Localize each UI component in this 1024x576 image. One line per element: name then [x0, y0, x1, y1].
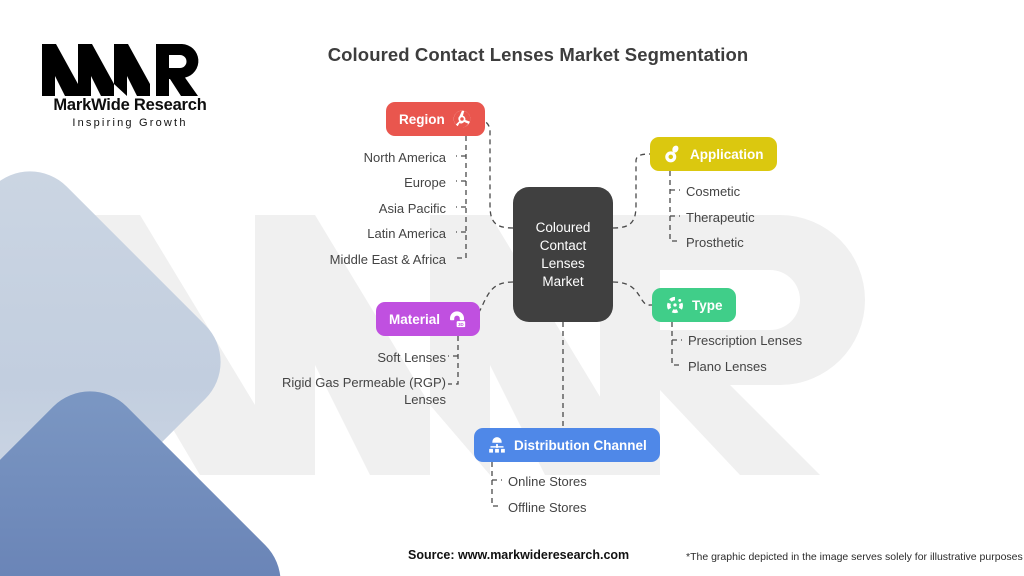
center-node: Coloured Contact Lenses Market: [513, 187, 613, 322]
center-node-label: Coloured Contact Lenses Market: [536, 219, 591, 291]
page-title: Coloured Contact Lenses Market Segmentat…: [0, 44, 1024, 66]
connector-distribution-spine: [491, 462, 502, 507]
leaf-type-0: Prescription Lenses: [688, 333, 803, 348]
branch-badge-application[interactable]: Application: [650, 137, 777, 171]
molecule-icon: [665, 295, 685, 315]
branch-label-material: Material: [389, 311, 441, 327]
leaf-application-0: Cosmetic: [686, 184, 741, 199]
logo-company-name: MarkWide Research: [53, 96, 207, 114]
branch-label-type: Type: [692, 297, 723, 313]
leaf-material-1: Rigid Gas Permeable (RGP) Lenses: [282, 375, 446, 407]
connector-center-application: [612, 153, 651, 229]
leaf-region-1: Europe: [404, 175, 446, 190]
leaf-application-2: Prosthetic: [686, 235, 744, 250]
branch-badge-region[interactable]: Region: [386, 102, 485, 136]
branch-badge-type[interactable]: Type: [652, 288, 736, 322]
center-node-line: Lenses: [541, 255, 585, 271]
connector-region-spine: [456, 136, 467, 259]
leaf-region-0: North America: [363, 150, 446, 165]
branch-label-region: Region: [399, 111, 445, 127]
connector-type-spine: [671, 322, 682, 366]
center-node-line: Contact: [539, 237, 587, 253]
eye-drop-icon: [663, 144, 683, 164]
connector-application-spine: [669, 171, 680, 242]
logo-tagline: Inspiring Growth: [72, 117, 188, 129]
source-label: Source: www.markwideresearch.com: [408, 548, 630, 562]
leaf-distribution-0: Online Stores: [508, 474, 587, 489]
sitemap-icon: [487, 435, 507, 455]
leaf-application-1: Therapeutic: [686, 210, 755, 225]
disclaimer-label: *The graphic depicted in the image serve…: [686, 551, 1023, 563]
connector-center-type: [612, 281, 653, 306]
branch-badge-material[interactable]: Material 3D: [376, 302, 481, 336]
leaf-distribution-1: Offline Stores: [508, 500, 587, 515]
svg-text:3D: 3D: [458, 322, 464, 327]
connector-center-region: [477, 118, 514, 229]
brand-logo: MarkWide Research Inspiring Growth: [40, 36, 220, 129]
globe-icon: [452, 109, 472, 129]
center-node-line: Coloured: [535, 219, 591, 235]
center-node-line: Market: [542, 273, 584, 289]
branch-label-application: Application: [690, 146, 764, 162]
3d-material-icon: 3D: [447, 309, 467, 329]
branch-badge-distribution-channel[interactable]: Distribution Channel: [474, 428, 660, 462]
leaf-region-3: Latin America: [367, 226, 446, 241]
connector-material-spine: [448, 336, 459, 385]
leaf-region-2: Asia Pacific: [378, 201, 446, 216]
leaf-type-1: Plano Lenses: [688, 359, 767, 374]
page-title-text: Coloured Contact Lenses Market Segmentat…: [327, 44, 749, 65]
leaf-material-0: Soft Lenses: [377, 350, 446, 365]
branch-label-distribution-channel: Distribution Channel: [514, 437, 647, 453]
leaf-region-4: Middle East & Africa: [329, 252, 446, 267]
logo-mark-mwr: [42, 44, 199, 96]
